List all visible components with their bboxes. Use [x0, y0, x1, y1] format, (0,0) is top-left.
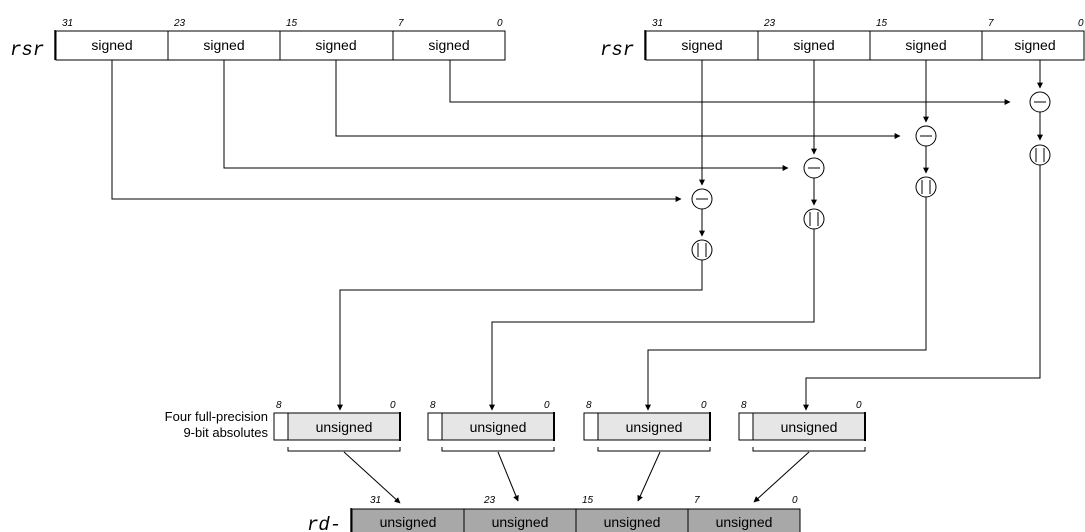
- left-field-1-label: signed: [315, 37, 356, 53]
- subtract-icon: [691, 188, 713, 210]
- dest-field-0: [687, 508, 801, 532]
- absolute-value-icon: [1029, 144, 1051, 166]
- left-source-register: rsr signed signed signed signed 31 23 15…: [10, 18, 506, 61]
- left-bit-15: 15: [286, 18, 298, 29]
- absolute-box-2: 8 0 unsigned: [583, 400, 711, 452]
- abs-box-hi-bit: 8: [276, 400, 282, 411]
- right-register-name: rsr: [600, 39, 634, 61]
- abs-box-lo-bit: 0: [701, 400, 707, 411]
- left-line-byte0: [449, 60, 1011, 105]
- right-field-0: [981, 30, 1085, 61]
- right-field-1-label: signed: [905, 37, 946, 53]
- right-bit-7: 7: [988, 18, 994, 29]
- destination-register: rd- unsigned unsigned unsigned unsigned …: [307, 495, 801, 532]
- dest-field-0-label: unsigned: [716, 514, 773, 530]
- right-field-2: [757, 30, 871, 61]
- left-register-name: rsr: [10, 39, 44, 61]
- dest-field-2-label: unsigned: [492, 514, 549, 530]
- left-line-byte1: [335, 60, 901, 139]
- left-field-3-label: signed: [91, 37, 132, 53]
- dest-bit-15: 15: [582, 495, 594, 506]
- absolute-box-0: 8 0 unsigned: [273, 400, 401, 452]
- abs-box-field: unsigned: [626, 419, 683, 435]
- dest-bit-0: 0: [792, 495, 798, 506]
- abs-to-result-lines: [337, 165, 1041, 411]
- subtract-icon: [803, 157, 825, 179]
- subtract-operators: [691, 91, 1051, 210]
- subtract-icon: [915, 125, 937, 147]
- abs-box-hi-bit: 8: [741, 400, 747, 411]
- route-lane-0: [803, 165, 1041, 411]
- right-field-3-label: signed: [681, 37, 722, 53]
- box-to-destination-arrows: [343, 451, 810, 504]
- destination-register-name: rd-: [307, 514, 341, 532]
- caption-line-1: Four full-precision: [165, 409, 268, 424]
- abs-box-field: unsigned: [781, 419, 838, 435]
- route-lane-2: [489, 229, 815, 411]
- dest-field-3-label: unsigned: [380, 514, 437, 530]
- right-bit-15: 15: [876, 18, 888, 29]
- abs-box-field: unsigned: [316, 419, 373, 435]
- right-source-register: rsr signed signed signed signed 31 23 15…: [600, 18, 1085, 61]
- left-field-2: [167, 30, 281, 61]
- right-field-2-label: signed: [793, 37, 834, 53]
- left-bit-0: 0: [497, 18, 503, 29]
- right-bit-31: 31: [652, 18, 663, 29]
- abs-box-field: unsigned: [470, 419, 527, 435]
- dest-bit-31: 31: [370, 495, 381, 506]
- dest-bit-7: 7: [694, 495, 700, 506]
- caption-line-2: 9-bit absolutes: [183, 425, 268, 440]
- abs-box-hi-bit: 8: [586, 400, 592, 411]
- right-field-1: [869, 30, 983, 61]
- dest-bit-23: 23: [483, 495, 496, 506]
- subtract-to-abs-arrows: [699, 112, 1043, 237]
- absolute-value-icon: [803, 208, 825, 230]
- left-field-0: [392, 30, 506, 61]
- right-bit-0: 0: [1078, 18, 1084, 29]
- abs-box-hi-bit: 8: [430, 400, 436, 411]
- absolutes-caption: Four full-precision 9-bit absolutes: [165, 409, 269, 440]
- absolute-value-icon: [915, 176, 937, 198]
- left-field-0-label: signed: [428, 37, 469, 53]
- abs-box-lo-bit: 0: [544, 400, 550, 411]
- right-field-0-label: signed: [1014, 37, 1055, 53]
- subtract-icon: [1029, 91, 1051, 113]
- left-bit-31: 31: [62, 18, 73, 29]
- abs-box-lo-bit: 0: [856, 400, 862, 411]
- dest-field-1-label: unsigned: [604, 514, 661, 530]
- right-operand-lines: [699, 60, 1043, 186]
- left-line-byte3: [111, 60, 682, 202]
- left-field-2-label: signed: [203, 37, 244, 53]
- absolute-box-3: 8 0 unsigned: [738, 400, 866, 452]
- abs-box-lo-bit: 0: [390, 400, 396, 411]
- absolute-operators: [691, 144, 1051, 261]
- left-line-byte2: [223, 60, 789, 171]
- route-lane-3: [337, 260, 703, 411]
- absolute-value-icon: [691, 239, 713, 261]
- route-lane-1: [645, 197, 927, 411]
- left-operand-lines: [111, 60, 1011, 202]
- absolute-box-1: 8 0 unsigned: [427, 400, 555, 452]
- left-bit-23: 23: [173, 18, 186, 29]
- right-bit-23: 23: [763, 18, 776, 29]
- left-bit-7: 7: [398, 18, 404, 29]
